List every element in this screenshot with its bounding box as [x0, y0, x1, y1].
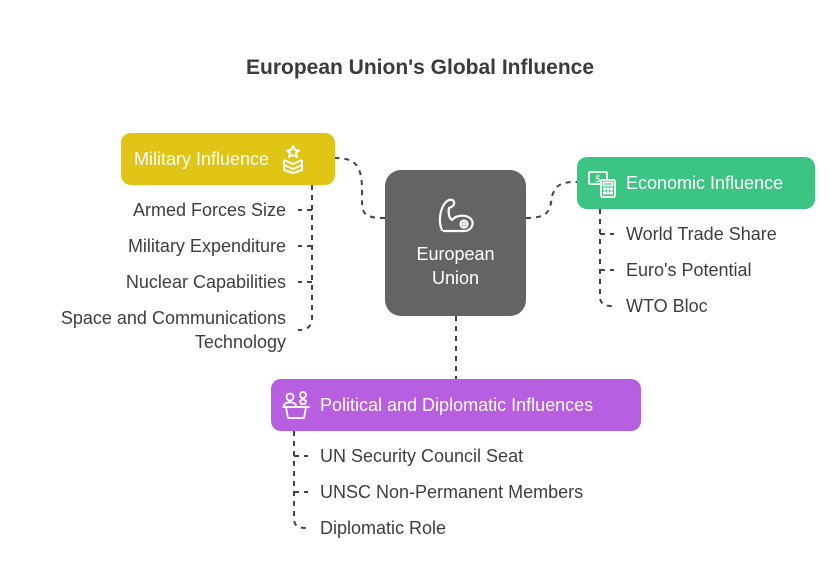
economic-item: Euro's Potential	[626, 260, 752, 280]
diplomacy-podium-icon	[281, 390, 311, 420]
economic-item: World Trade Share	[626, 224, 777, 244]
diagram-title: European Union's Global Influence	[245, 56, 595, 79]
political-diplomatic-node: Political and Diplomatic Influences	[271, 379, 641, 431]
military-item-spine	[297, 185, 313, 331]
military-influence-label: Military Influence	[134, 148, 270, 169]
economic-item-spine	[599, 209, 613, 307]
connector-center-economic	[525, 181, 578, 219]
political-item: UNSC Non-Permanent Members	[320, 482, 584, 502]
political-item-spine	[293, 431, 307, 529]
military-item: Military Expenditure	[127, 236, 286, 256]
military-influence-node: Military Influence	[121, 133, 335, 185]
political-item: UN Security Council Seat	[320, 446, 524, 466]
flexed-arm-icon	[434, 196, 478, 236]
military-rank-icon	[281, 144, 305, 174]
economic-influence-node: $ Economic Influence	[577, 157, 815, 209]
svg-text:$: $	[595, 174, 601, 185]
center-node: European Union	[385, 170, 526, 316]
political-diplomatic-label: Political and Diplomatic Influences	[320, 394, 594, 415]
military-item: Armed Forces Size	[132, 200, 286, 220]
connector-center-military	[334, 157, 386, 219]
economic-item: WTO Bloc	[626, 296, 708, 316]
military-item: Nuclear Capabilities	[125, 272, 286, 292]
political-item: Diplomatic Role	[320, 518, 447, 538]
money-calculator-icon: $	[587, 168, 617, 198]
economic-influence-label: Economic Influence	[626, 172, 784, 193]
center-node-label: European Union	[416, 244, 495, 288]
military-item: Space and Communications Technology	[60, 308, 286, 352]
